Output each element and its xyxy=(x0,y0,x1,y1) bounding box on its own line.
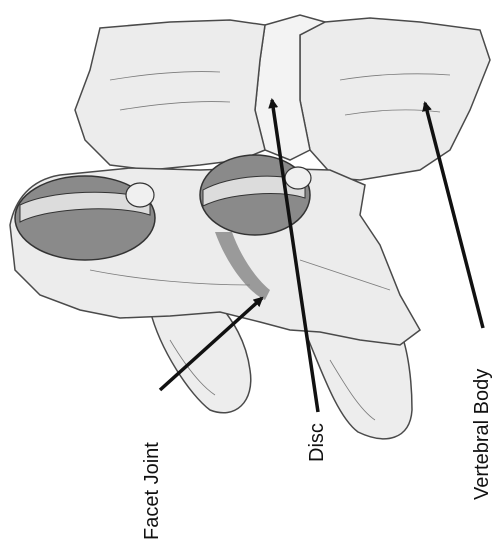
facet-joint-label: Facet Joint xyxy=(141,442,163,540)
disc-label: Disc xyxy=(306,423,328,462)
disc-cross-section-right xyxy=(200,155,311,235)
vertebral-body-label: Vertebral Body xyxy=(471,369,493,500)
disc-cross-section-left xyxy=(15,176,155,260)
vertebral-body-upper xyxy=(300,18,490,180)
vertebral-body-left xyxy=(75,20,265,170)
